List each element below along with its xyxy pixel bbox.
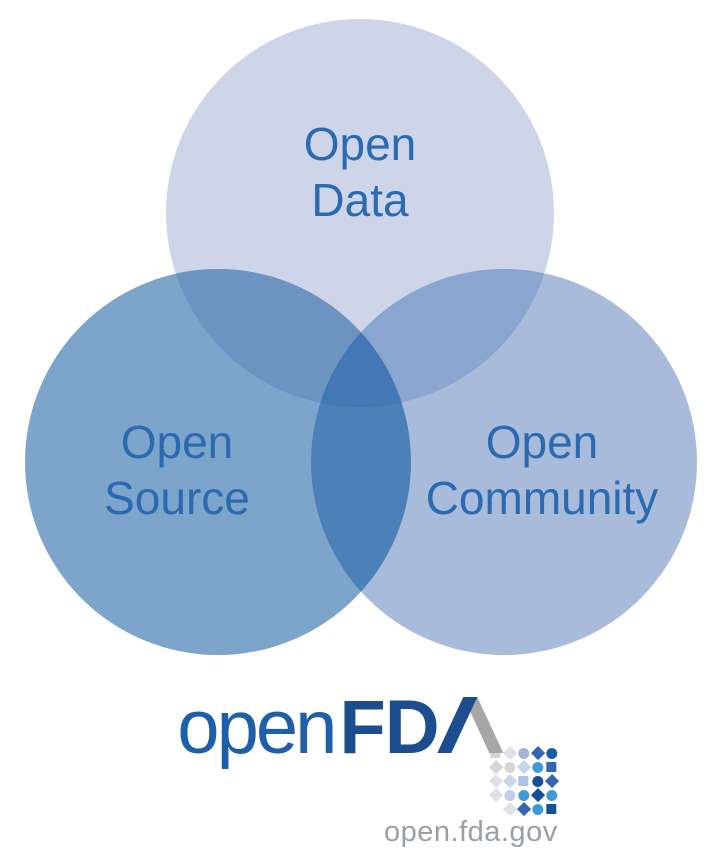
dot-circle-icon <box>504 761 516 773</box>
openfda-wordmark: openFD <box>177 685 559 816</box>
dot-diamond-icon <box>502 746 517 760</box>
dot-cell <box>489 802 503 816</box>
dot-cell <box>502 802 517 816</box>
fda-a-glyph <box>437 697 504 753</box>
dot-circle-icon <box>546 747 558 759</box>
dot-circle-icon <box>532 803 544 815</box>
dot-circle-icon <box>546 789 558 801</box>
dot-cell <box>488 774 503 788</box>
a-glyph-left-leg <box>437 697 478 753</box>
dot-diamond-icon <box>530 788 545 802</box>
dot-cell <box>530 788 545 802</box>
dot-cell <box>502 774 517 788</box>
logo-url: open.fda.gov <box>383 816 558 848</box>
dot-cell <box>545 746 559 760</box>
dot-square-icon <box>490 748 501 758</box>
label-open-data-line1: Open <box>303 118 417 170</box>
dot-cell <box>531 774 545 788</box>
dot-cell <box>503 788 517 802</box>
label-open-source: Open Source <box>104 414 250 526</box>
dot-diamond-icon <box>488 760 503 774</box>
dot-square-icon <box>546 804 557 814</box>
label-open-community-line2: Community <box>425 472 659 524</box>
venn-circles <box>25 19 697 655</box>
dot-diamond-icon <box>544 774 559 788</box>
overlap-data-source <box>166 269 411 407</box>
dot-cell <box>517 746 531 760</box>
dot-cell <box>517 788 531 802</box>
dot-cell <box>531 760 545 774</box>
label-open-data: Open Data <box>304 116 417 228</box>
dot-square-icon <box>518 776 529 786</box>
dot-cell <box>531 802 545 816</box>
a-glyph-right-leg <box>465 697 504 753</box>
label-open-source-line1: Open <box>120 416 234 468</box>
label-open-data-line2: Data <box>311 174 409 226</box>
logo-word-fd: FD <box>339 685 439 770</box>
label-open-source-line2: Source <box>104 472 250 524</box>
dot-cell <box>488 760 503 774</box>
dot-cell <box>517 774 531 788</box>
venn-diagram: Open Data Open Source Open Community <box>25 19 697 655</box>
dot-diamond-icon <box>530 746 545 760</box>
dot-cell <box>545 760 559 774</box>
dot-circle-icon <box>532 775 544 787</box>
overlap-data-community <box>311 269 554 407</box>
dot-cell <box>502 746 517 760</box>
dot-circle-icon <box>504 789 516 801</box>
logo-dot-grid <box>488 746 559 816</box>
dot-cell <box>516 802 531 816</box>
dot-cell <box>545 802 559 816</box>
dot-cell <box>545 788 559 802</box>
dot-square-icon <box>546 762 557 772</box>
dot-diamond-icon <box>516 802 531 816</box>
dot-cell <box>489 746 503 760</box>
label-open-community: Open Community <box>426 414 659 526</box>
dot-circle-icon <box>518 789 530 801</box>
dot-diamond-icon <box>516 760 531 774</box>
dot-cell <box>488 788 503 802</box>
dot-cell <box>544 774 559 788</box>
dot-diamond-icon <box>488 774 503 788</box>
dot-cell <box>516 760 531 774</box>
dot-circle-icon <box>532 761 544 773</box>
dot-diamond-icon <box>502 774 517 788</box>
dot-diamond-icon <box>502 802 517 816</box>
dot-cell <box>530 746 545 760</box>
dot-cell <box>503 760 517 774</box>
logo-word-open: open <box>177 685 337 770</box>
dot-circle-icon <box>518 747 530 759</box>
dot-diamond-icon <box>488 788 503 802</box>
label-open-community-line1: Open <box>485 416 599 468</box>
